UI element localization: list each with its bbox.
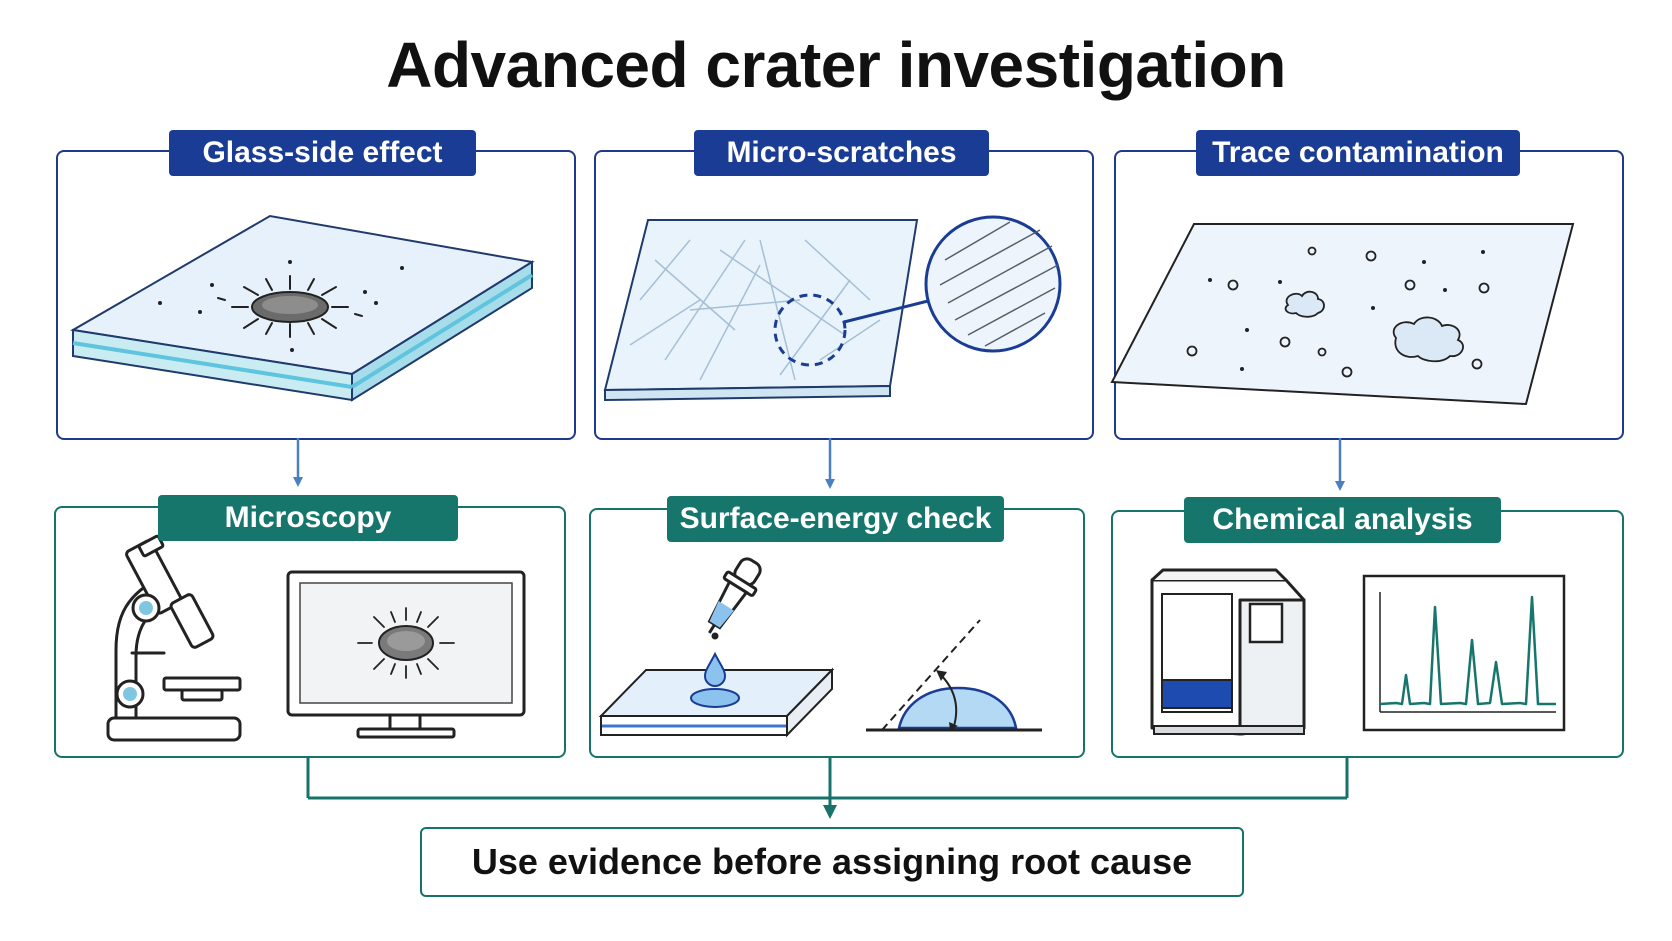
tag-surface-energy-check: Surface-energy check xyxy=(667,496,1004,542)
analyzer-instrument-icon xyxy=(1150,568,1306,736)
tag-micro-scratches: Micro-scratches xyxy=(694,130,989,176)
tag-glass-side-effect: Glass-side effect xyxy=(169,130,476,176)
contact-angle-icon xyxy=(866,619,1042,732)
microscope-icon xyxy=(106,534,242,742)
glass-plate-crater-icon xyxy=(70,214,535,402)
tag-microscopy: Microscopy xyxy=(158,495,458,541)
magnifier-circle-icon xyxy=(924,215,1062,353)
tag-trace-contamination: Trace contamination xyxy=(1196,130,1520,176)
convergence-connectors xyxy=(306,756,1349,819)
flow-arrows-problem-to-method xyxy=(293,438,1345,491)
contaminated-glass-icon xyxy=(1110,223,1575,406)
tag-chemical-analysis: Chemical analysis xyxy=(1184,497,1501,543)
monitor-crater-icon xyxy=(286,570,526,739)
spectrum-chart-icon xyxy=(1362,574,1566,732)
scratched-glass-icon xyxy=(603,219,933,402)
conclusion-box: Use evidence before assigning root cause xyxy=(420,827,1244,897)
page-title: Advanced crater investigation xyxy=(386,29,1286,101)
dropper-icon xyxy=(598,557,835,738)
